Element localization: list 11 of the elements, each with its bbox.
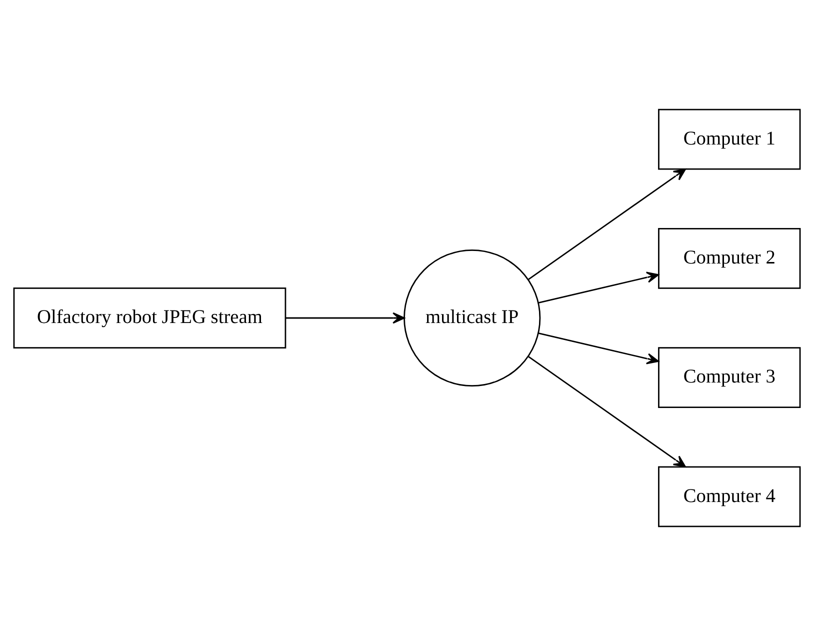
node-box: Computer 4 [658, 466, 801, 528]
arrow [528, 168, 686, 280]
node-box: Computer 3 [658, 347, 801, 408]
node-box: Computer 2 [658, 228, 801, 289]
node-box: Computer 1 [658, 108, 801, 170]
arrow [538, 332, 660, 364]
arrow [528, 356, 686, 468]
arrow [538, 272, 660, 304]
arrow [286, 312, 405, 324]
node-box: Olfactory robot JPEG stream [13, 288, 286, 348]
node-circle: multicast IP [404, 249, 541, 387]
